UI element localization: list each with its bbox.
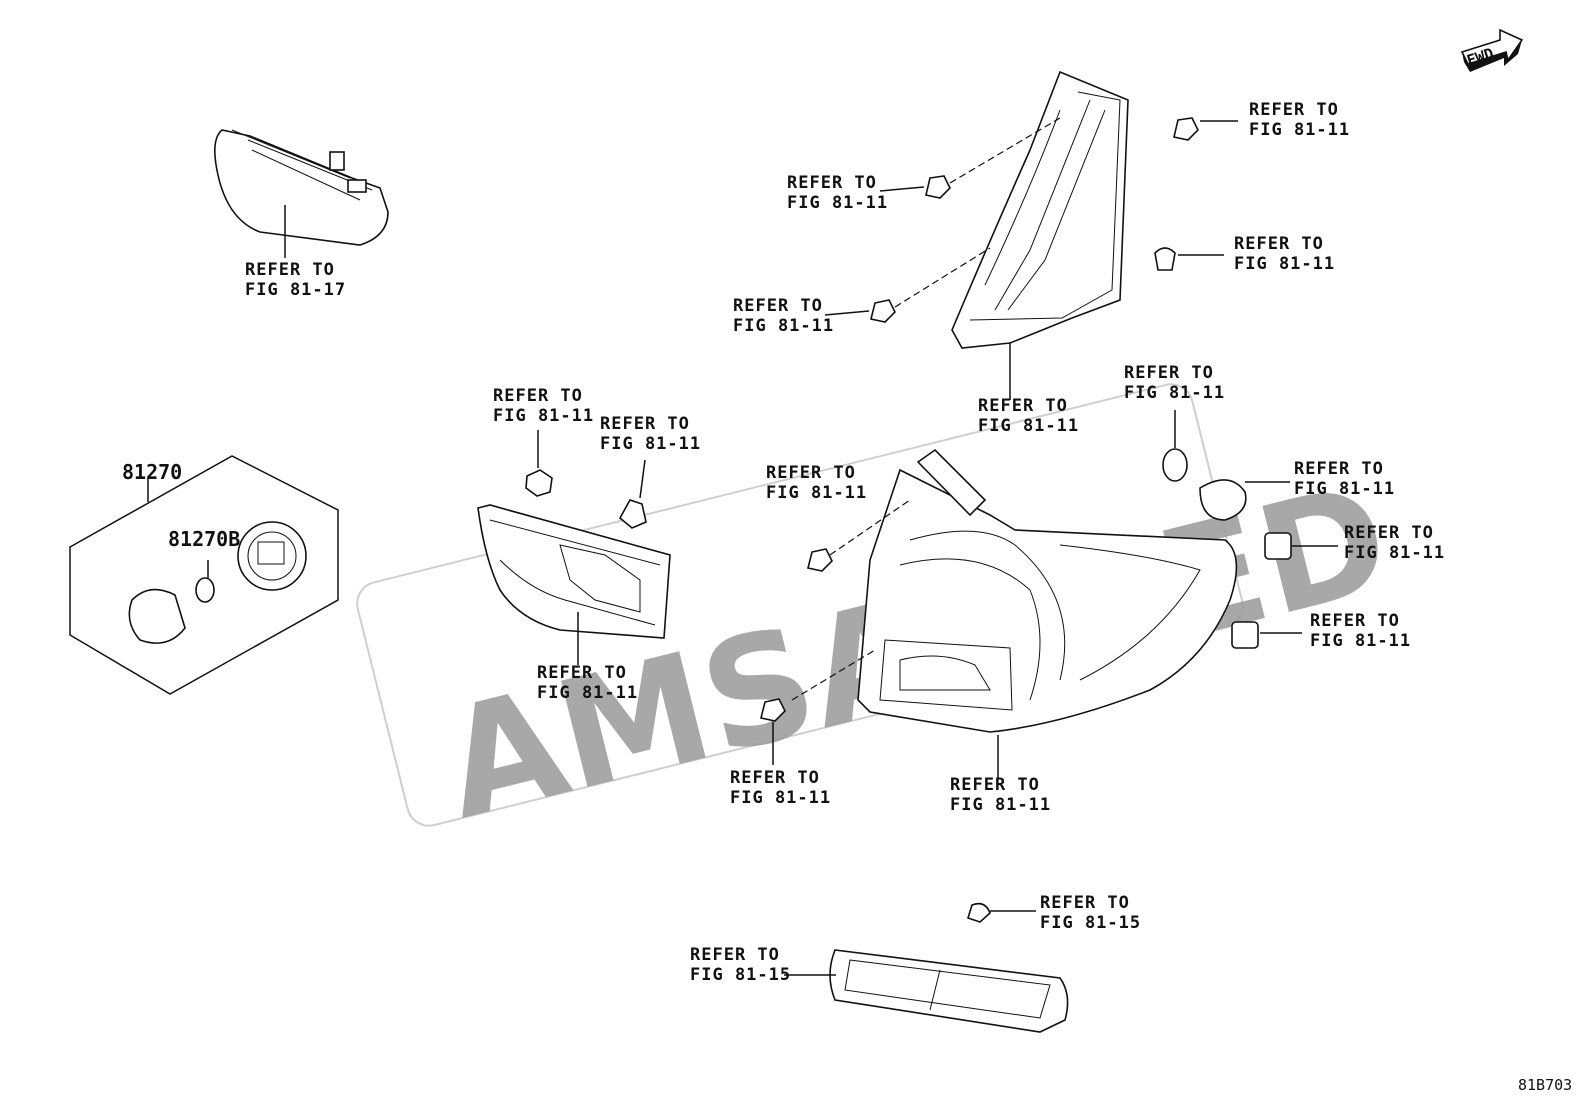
callout-line2: FIG 81-11	[537, 683, 638, 703]
callout-1: REFER TO FIG 81-11	[1249, 100, 1350, 140]
part-number-81270b: 81270B	[168, 527, 240, 551]
callout-12: REFER TO FIG 81-11	[1310, 611, 1411, 651]
callout-line2: FIG 81-11	[1344, 543, 1445, 563]
callout-line1: REFER TO	[766, 463, 856, 483]
fwd-arrow-icon: FWD	[1460, 28, 1524, 72]
part-number-81270: 81270	[122, 460, 182, 484]
callout-line1: REFER TO	[1249, 100, 1339, 120]
callout-line1: REFER TO	[1344, 523, 1434, 543]
callout-8: REFER TO FIG 81-11	[978, 396, 1079, 436]
callout-line1: REFER TO	[978, 396, 1068, 416]
callout-line2: FIG 81-11	[493, 406, 594, 426]
callout-line1: REFER TO	[1310, 611, 1400, 631]
callout-17: REFER TO FIG 81-15	[690, 945, 791, 985]
callout-11: REFER TO FIG 81-11	[1344, 523, 1445, 563]
callout-line1: REFER TO	[1294, 459, 1384, 479]
callout-line1: REFER TO	[733, 296, 823, 316]
fwd-label: FWD	[1465, 44, 1496, 69]
callout-line1: REFER TO	[245, 260, 335, 280]
callout-5: REFER TO FIG 81-11	[493, 386, 594, 426]
callout-6: REFER TO FIG 81-11	[600, 414, 701, 454]
callout-line1: REFER TO	[600, 414, 690, 434]
right-fasteners	[1154, 117, 1338, 649]
callout-line1: REFER TO	[493, 386, 583, 406]
callout-line1: REFER TO	[1234, 234, 1324, 254]
callout-line2: FIG 81-17	[245, 280, 346, 300]
callout-line2: FIG 81-15	[1040, 913, 1141, 933]
callout-line1: REFER TO	[1124, 363, 1214, 383]
callout-line1: REFER TO	[787, 173, 877, 193]
callout-line2: FIG 81-11	[733, 316, 834, 336]
callout-line2: FIG 81-11	[1294, 479, 1395, 499]
callout-line2: FIG 81-11	[730, 788, 831, 808]
callout-line2: FIG 81-11	[600, 434, 701, 454]
callout-line1: REFER TO	[730, 768, 820, 788]
callout-line1: REFER TO	[537, 663, 627, 683]
callout-4: REFER TO FIG 81-11	[733, 296, 834, 336]
figure-code: 81B703	[1518, 1076, 1572, 1094]
callout-3: REFER TO FIG 81-11	[1234, 234, 1335, 274]
callout-9: REFER TO FIG 81-11	[766, 463, 867, 503]
callout-line2: FIG 81-11	[766, 483, 867, 503]
inner-rear-lamp-part	[477, 430, 671, 665]
callout-line2: FIG 81-11	[950, 795, 1051, 815]
callout-2: REFER TO FIG 81-11	[787, 173, 888, 213]
callout-15: REFER TO FIG 81-11	[950, 775, 1051, 815]
callout-line2: FIG 81-11	[787, 193, 888, 213]
socket-assembly-81270	[69, 455, 339, 695]
callout-line2: FIG 81-11	[978, 416, 1079, 436]
callout-line2: FIG 81-15	[690, 965, 791, 985]
callout-0: REFER TO FIG 81-17	[245, 260, 346, 300]
rear-reflector-part	[784, 902, 1069, 1033]
license-lamp-part	[214, 129, 389, 258]
upper-rear-lamp-part	[824, 70, 1129, 400]
main-tail-lamp-part	[760, 448, 1238, 778]
callout-14: REFER TO FIG 81-11	[730, 768, 831, 808]
callout-line2: FIG 81-11	[1249, 120, 1350, 140]
callout-line1: REFER TO	[690, 945, 780, 965]
callout-line2: FIG 81-11	[1124, 383, 1225, 403]
callout-line2: FIG 81-11	[1234, 254, 1335, 274]
callout-16: REFER TO FIG 81-15	[1040, 893, 1141, 933]
callout-line1: REFER TO	[1040, 893, 1130, 913]
callout-7: REFER TO FIG 81-11	[1124, 363, 1225, 403]
callout-line2: FIG 81-11	[1310, 631, 1411, 651]
callout-line1: REFER TO	[950, 775, 1040, 795]
callout-10: REFER TO FIG 81-11	[1294, 459, 1395, 499]
callout-13: REFER TO FIG 81-11	[537, 663, 638, 703]
